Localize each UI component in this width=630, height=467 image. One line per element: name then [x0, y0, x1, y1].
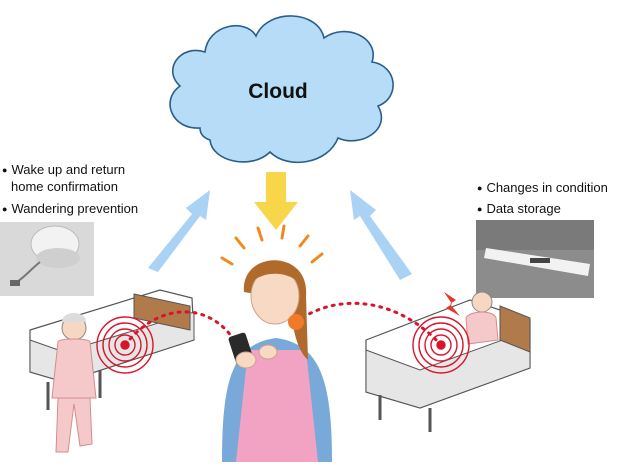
- feature-home-confirmation: home confirmation: [11, 179, 118, 194]
- cloud-label: Cloud: [248, 80, 308, 103]
- feature-changes-in-condition: Changes in condition: [477, 180, 607, 197]
- cloud-icon: [169, 15, 394, 164]
- caregiver-hand-icon: [235, 344, 278, 369]
- elderly-in-bed-person-icon: [465, 291, 499, 345]
- left-upload-arrow-icon: [148, 190, 210, 272]
- right-upload-arrow-icon: [350, 190, 412, 280]
- right-signal-rings-icon: [412, 316, 470, 374]
- elderly-walking-person-icon: [51, 313, 97, 453]
- left-signal-path: [123, 310, 242, 352]
- caregiver-person-icon: [222, 260, 332, 462]
- down-notify-arrow-icon: [254, 172, 298, 230]
- right-signal-path: [294, 301, 443, 347]
- feature-data-storage: Data storage: [477, 201, 560, 218]
- feature-wandering-prevention: Wandering prevention: [2, 201, 138, 218]
- feature-wake-up: Wake up and return: [2, 162, 125, 179]
- right-device-photo: [476, 220, 594, 298]
- right-bed-icon: [365, 299, 531, 432]
- left-device-photo: [0, 222, 94, 296]
- lightning-icon: [444, 292, 460, 316]
- alert-burst-icon: [220, 224, 324, 266]
